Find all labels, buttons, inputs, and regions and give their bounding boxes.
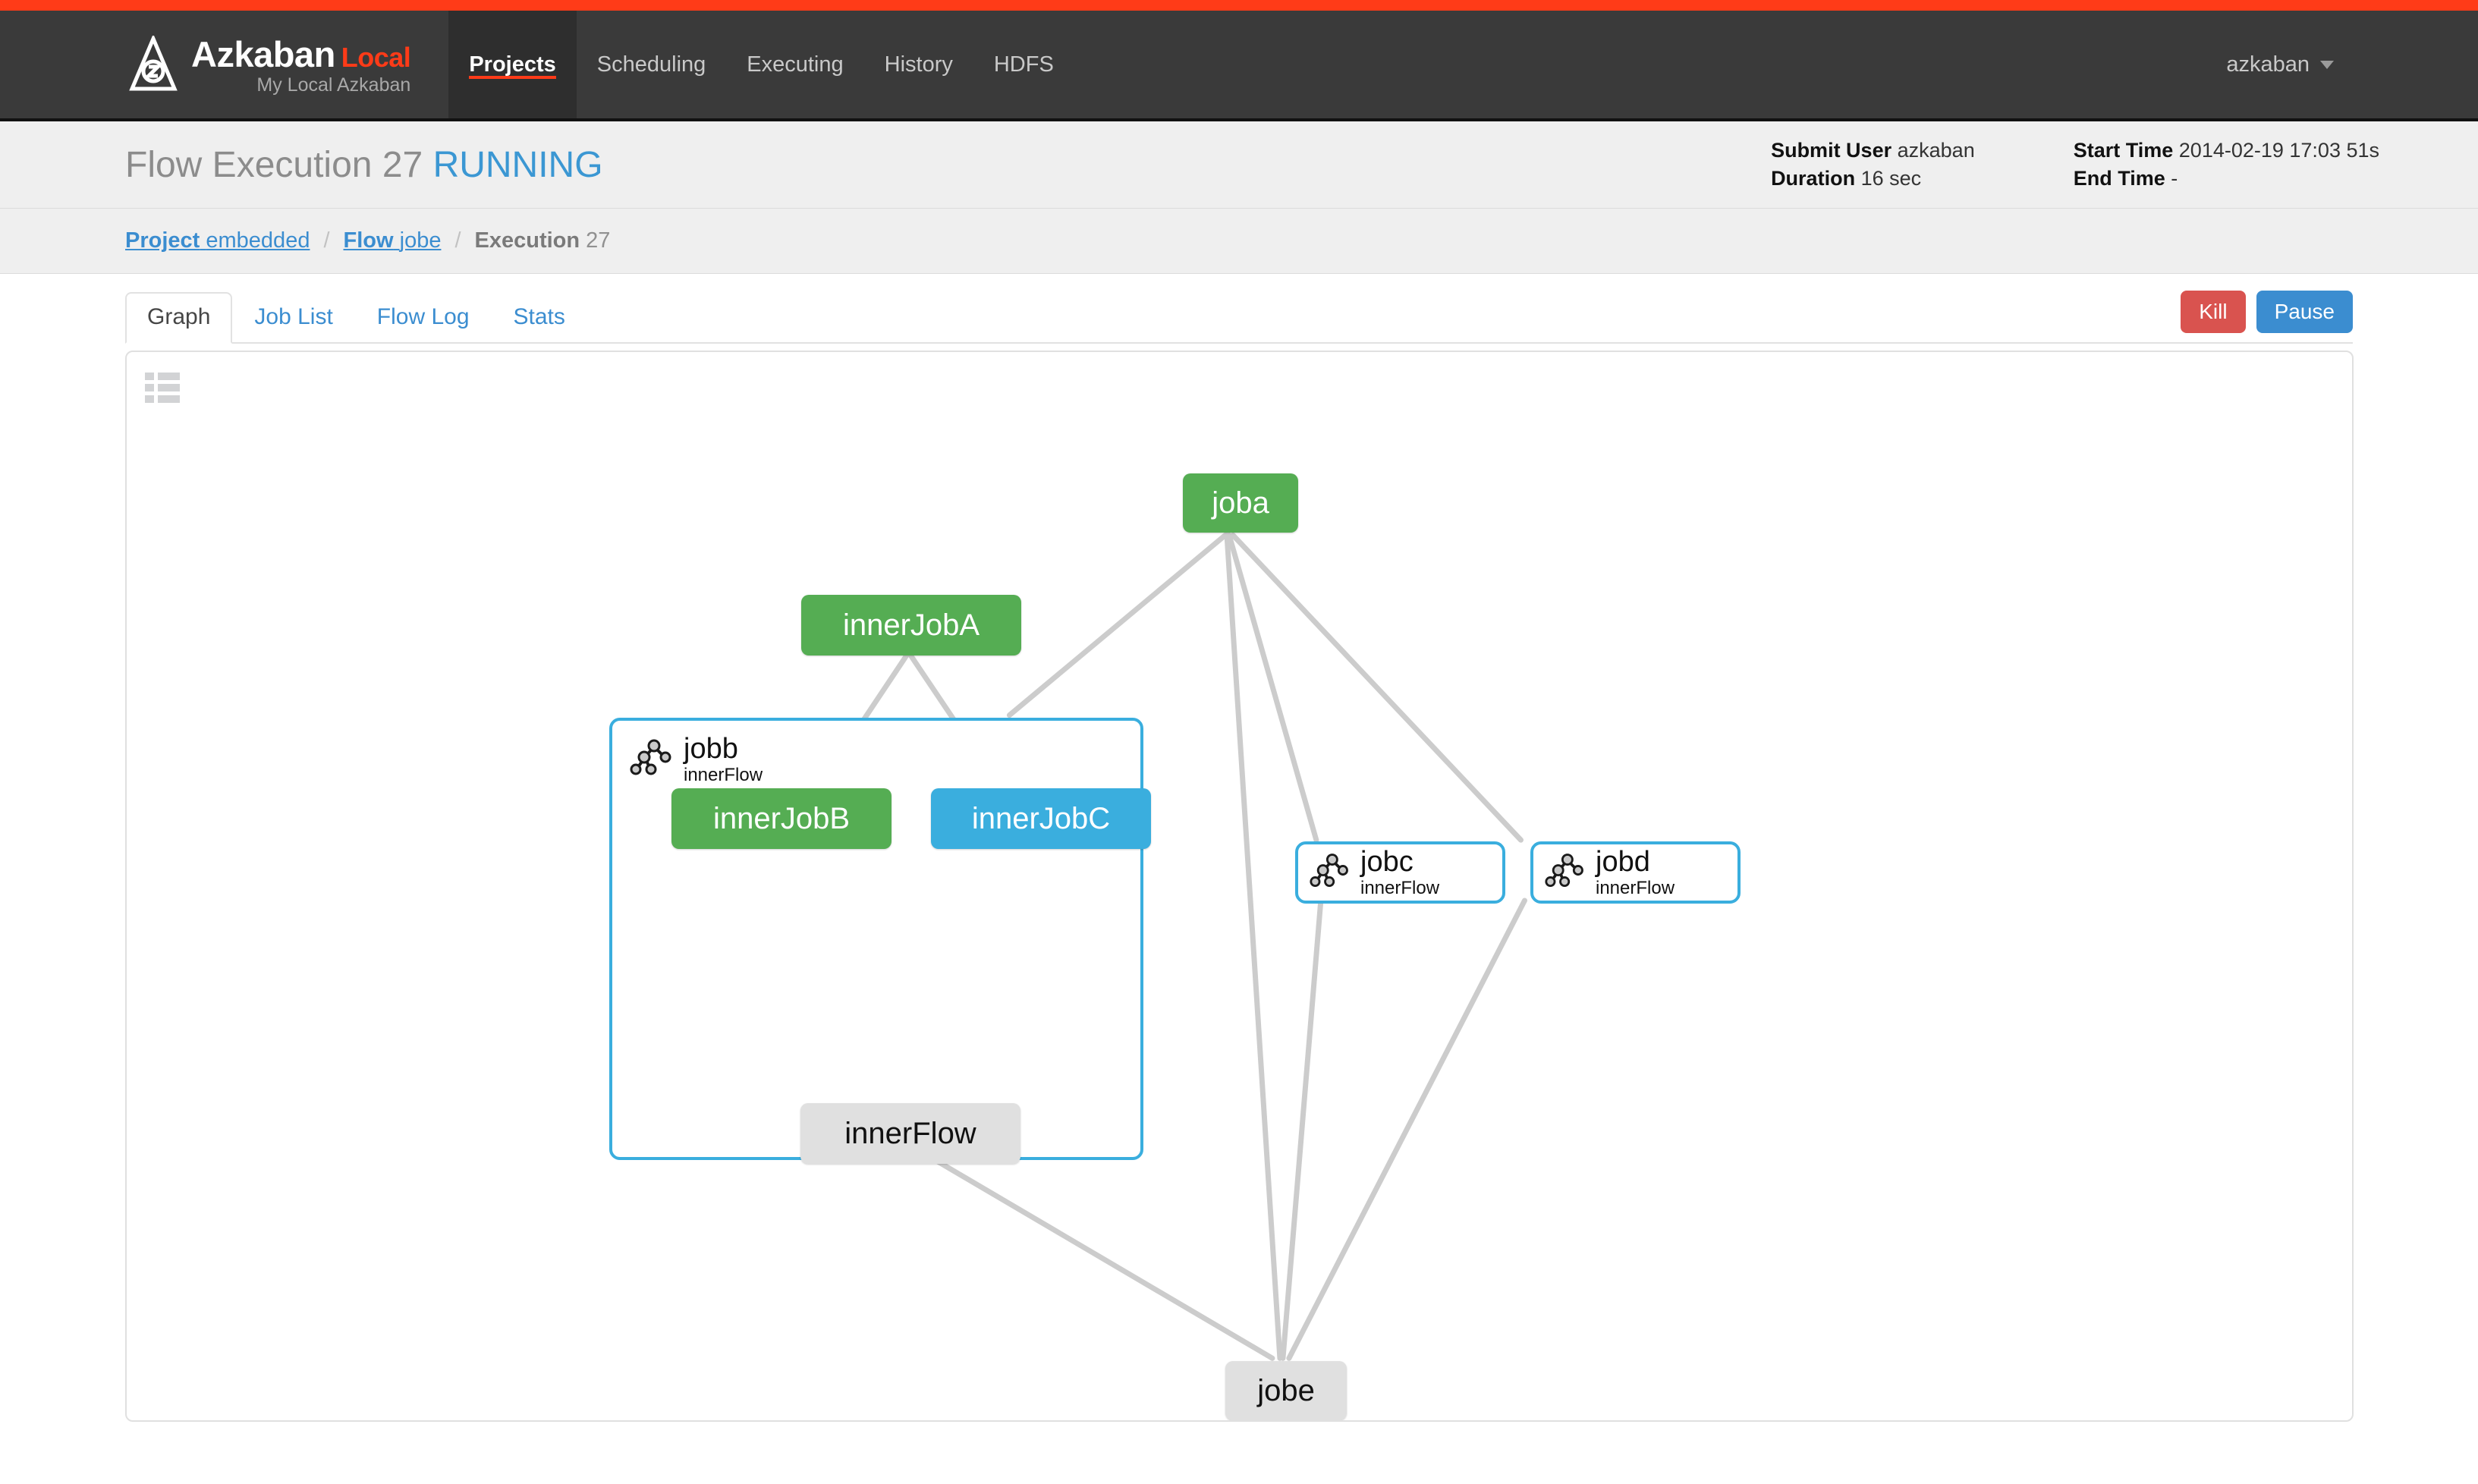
page-title: Flow Execution 27 RUNNING xyxy=(0,144,603,186)
graph-flow-jobc-name: jobc xyxy=(1360,846,1414,878)
nav-items: Projects Scheduling Executing History HD… xyxy=(448,11,1074,118)
flow-tree-icon xyxy=(629,734,676,785)
nav-item-projects[interactable]: Projects xyxy=(448,11,577,118)
tab-flow-log[interactable]: Flow Log xyxy=(376,304,470,329)
breadcrumb-flow[interactable]: Flow jobe xyxy=(344,228,442,253)
execution-meta: Submit User azkaban Duration 16 sec Star… xyxy=(1771,139,2478,190)
tab-actions: Kill Pause xyxy=(2181,290,2353,342)
brand-suffix: Local xyxy=(341,41,411,73)
breadcrumb-execution-value: 27 xyxy=(586,228,611,253)
execution-meta-col-right: Start Time 2014-02-19 17:03 51s End Time… xyxy=(2074,139,2379,190)
page-title-prefix: Flow Execution xyxy=(125,144,373,185)
azkaban-logo-icon xyxy=(127,33,179,93)
breadcrumb-project-value: embedded xyxy=(206,228,310,253)
graph-flow-jobd-name: jobd xyxy=(1596,846,1650,878)
nav-right: azkaban xyxy=(2226,11,2478,118)
submit-user-value: azkaban xyxy=(1897,139,1975,162)
duration-value: 16 sec xyxy=(1860,167,1922,190)
graph-flow-jobc[interactable]: jobc innerFlow xyxy=(1295,841,1505,904)
end-time-value: - xyxy=(2171,167,2178,190)
graph-node-innerJobA[interactable]: innerJobA xyxy=(801,595,1021,656)
brand-subtitle: My Local Azkaban xyxy=(256,74,411,96)
brand-name: Azkaban xyxy=(191,33,335,74)
chevron-down-icon xyxy=(2320,60,2334,69)
graph-flow-jobb-header[interactable]: jobb innerFlow xyxy=(629,734,763,785)
start-time-row: Start Time 2014-02-19 17:03 51s xyxy=(2074,139,2379,162)
graph-panel: joba xyxy=(125,351,2354,1422)
graph-node-innerJobB-label: innerJobB xyxy=(712,801,851,835)
breadcrumb-flow-label: Flow xyxy=(343,228,394,253)
tab-area: Graph Job List Flow Log Stats Kill Pause xyxy=(0,274,2478,344)
nav-item-executing[interactable]: Executing xyxy=(747,52,844,77)
tab-row: Graph Job List Flow Log Stats Kill Pause xyxy=(125,274,2353,344)
end-time-label: End Time xyxy=(2073,167,2165,190)
graph-node-jobe-label: jobe xyxy=(1257,1373,1315,1407)
graph-flow-jobd[interactable]: jobd innerFlow xyxy=(1530,841,1741,904)
flow-tree-icon xyxy=(1309,849,1353,897)
execution-header: Flow Execution 27 RUNNING Submit User az… xyxy=(0,121,2478,209)
submit-user-label: Submit User xyxy=(1771,139,1892,162)
tab-job-list[interactable]: Job List xyxy=(254,304,333,329)
submit-user-row: Submit User azkaban xyxy=(1771,139,1975,162)
kill-button[interactable]: Kill xyxy=(2181,290,2246,333)
breadcrumb-project-label: Project xyxy=(125,228,200,253)
duration-row: Duration 16 sec xyxy=(1771,167,1975,190)
graph-node-innerJobC[interactable]: innerJobC xyxy=(931,788,1151,849)
accent-strip xyxy=(0,0,2478,11)
graph-node-innerFlow-label: innerFlow xyxy=(844,1116,976,1150)
pause-button[interactable]: Pause xyxy=(2256,290,2353,333)
page-title-id: 27 xyxy=(382,144,423,185)
user-menu[interactable]: azkaban xyxy=(2226,52,2334,77)
start-time-label: Start Time xyxy=(2073,139,2174,162)
breadcrumb-separator-2: / xyxy=(454,228,461,253)
execution-meta-col-left: Submit User azkaban Duration 16 sec xyxy=(1771,139,1975,190)
status-badge: RUNNING xyxy=(432,144,603,185)
breadcrumb-execution-label: Execution xyxy=(474,228,580,253)
breadcrumb-execution: Execution 27 xyxy=(475,228,611,253)
graph-flow-jobb-sub: innerFlow xyxy=(684,765,763,785)
duration-label: Duration xyxy=(1771,167,1856,190)
tab-stats[interactable]: Stats xyxy=(513,304,565,329)
breadcrumb-project[interactable]: Project embedded xyxy=(125,228,310,253)
breadcrumb-separator-1: / xyxy=(323,228,330,253)
tab-graph[interactable]: Graph xyxy=(125,292,233,344)
breadcrumb-flow-value: jobe xyxy=(399,228,442,253)
flow-tree-icon xyxy=(1544,849,1588,897)
graph-flow-jobd-sub: innerFlow xyxy=(1596,878,1675,898)
start-time-value: 2014-02-19 17:03 51s xyxy=(2178,139,2379,162)
nav-item-hdfs[interactable]: HDFS xyxy=(993,52,1054,77)
graph-node-innerJobB[interactable]: innerJobB xyxy=(671,788,892,849)
nav-item-history[interactable]: History xyxy=(884,52,953,77)
graph-flow-jobb-name: jobb xyxy=(684,733,738,765)
user-menu-label: azkaban xyxy=(2226,52,2310,77)
graph-node-joba-label: joba xyxy=(1212,486,1269,520)
graph-node-jobe[interactable]: jobe xyxy=(1225,1361,1347,1420)
graph-node-innerFlow[interactable]: innerFlow xyxy=(800,1103,1020,1164)
graph-node-innerJobA-label: innerJobA xyxy=(842,608,980,642)
graph-flow-jobc-sub: innerFlow xyxy=(1360,878,1440,898)
breadcrumb: Project embedded / Flow jobe / Execution… xyxy=(0,228,610,253)
graph-flow-jobb[interactable]: jobb innerFlow xyxy=(609,718,1143,1160)
graph-node-innerJobC-label: innerJobC xyxy=(971,801,1111,835)
end-time-row: End Time - xyxy=(2074,167,2379,190)
breadcrumb-bar: Project embedded / Flow jobe / Execution… xyxy=(0,209,2478,274)
list-menu-icon[interactable] xyxy=(145,373,180,403)
graph-node-joba[interactable]: joba xyxy=(1183,473,1298,533)
nav-item-scheduling[interactable]: Scheduling xyxy=(596,52,706,77)
